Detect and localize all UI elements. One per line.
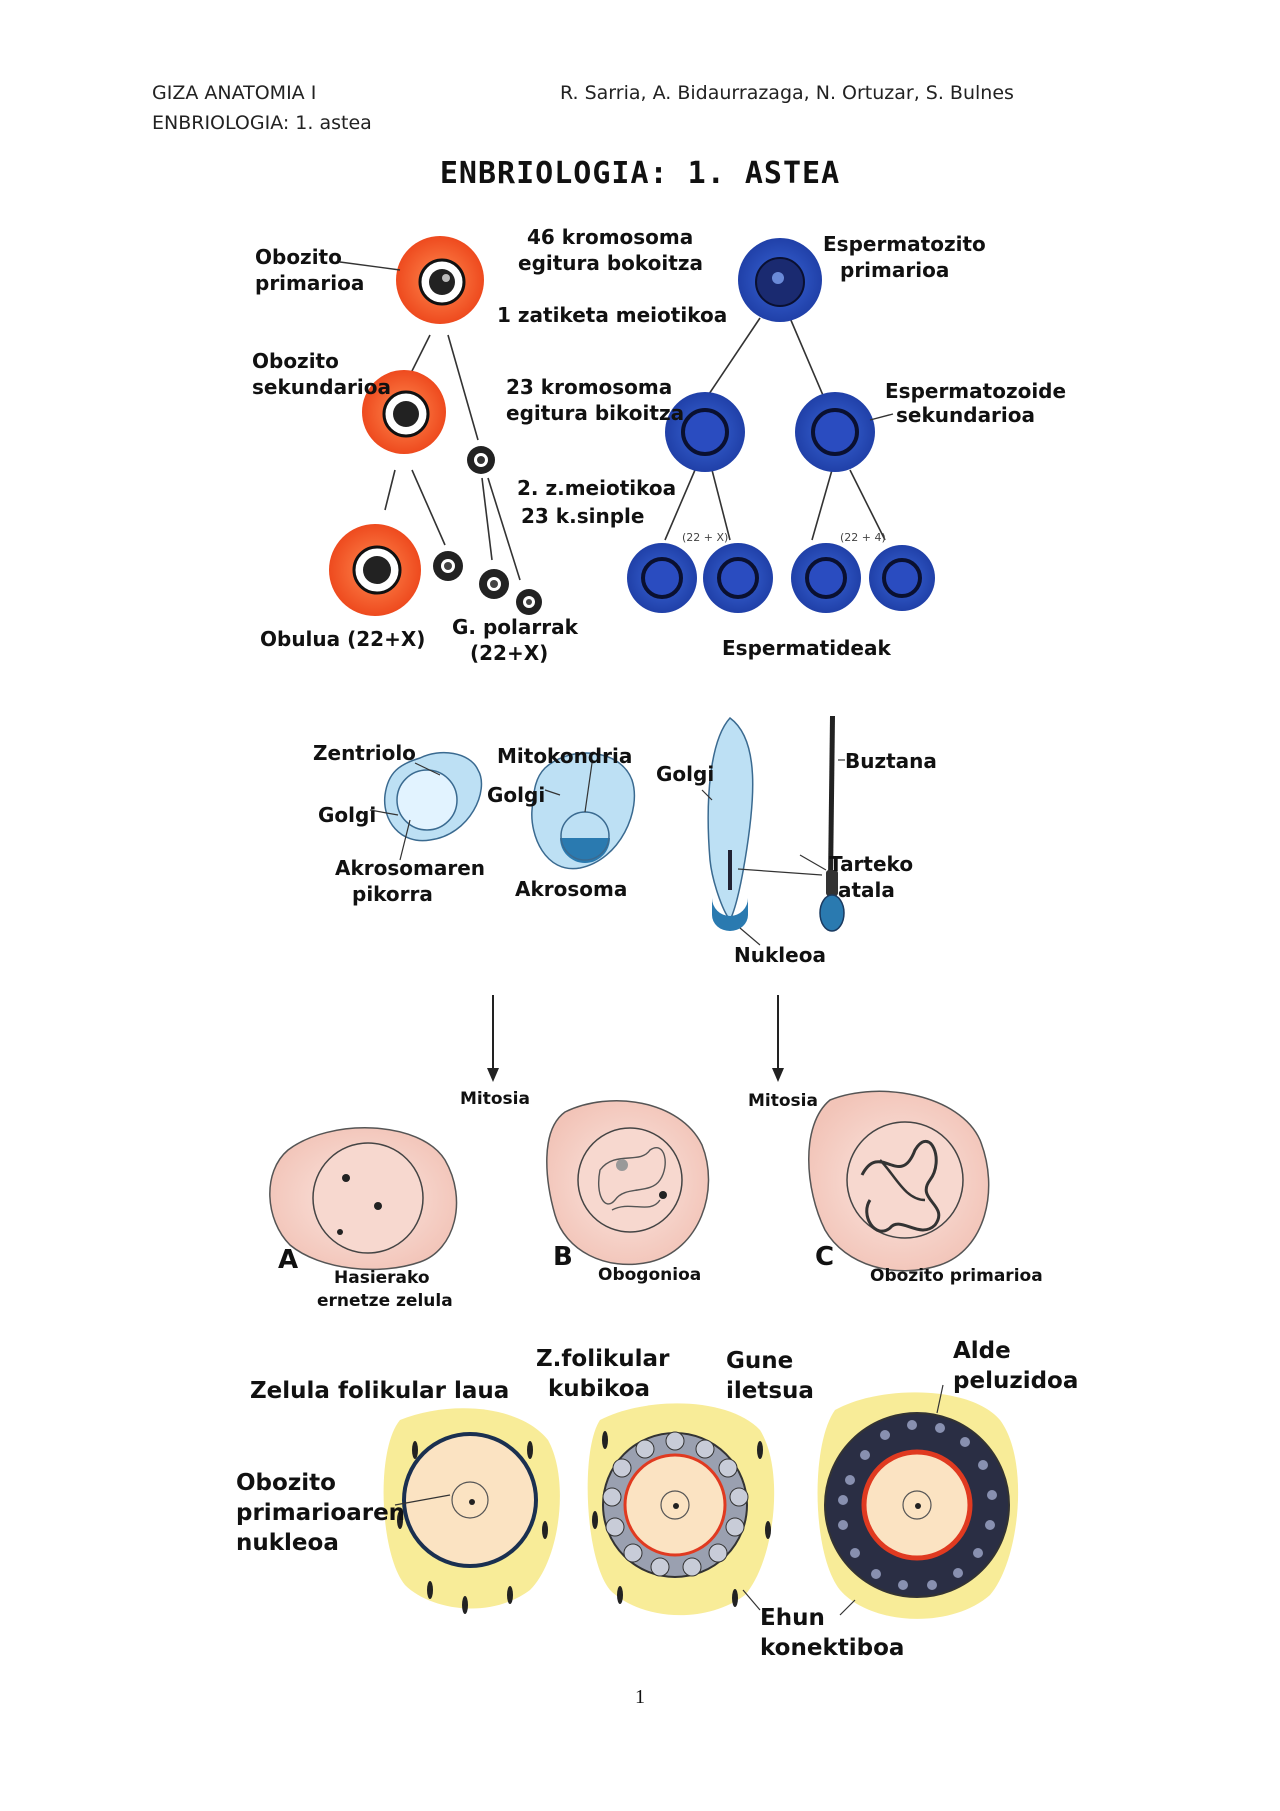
- spermatid-3: [791, 543, 861, 613]
- header-authors: R. Sarria, A. Bidaurrazaga, N. Ortuzar, …: [560, 82, 1014, 104]
- label-tail: Buztana: [845, 749, 937, 773]
- spermiogenesis-stage-3: [701, 716, 754, 931]
- label-polar-bodies-1: G. polarrak: [452, 615, 579, 639]
- label-spermatozoid-1: Espermatozoide: [885, 379, 1066, 403]
- header-topic: ENBRIOLOGIA: 1. astea: [152, 112, 372, 134]
- label-centriole: Zentriolo: [313, 741, 416, 765]
- label-oocyte-nucleus-3: nukleoa: [236, 1530, 339, 1556]
- label-spermatocyte-2: primarioa: [840, 258, 949, 282]
- label-meiosis2-1: 2. z.meiotikoa: [517, 476, 676, 500]
- label-zona-pellucida-2: peluzidoa: [953, 1368, 1078, 1394]
- label-chrom23-2: egitura bikoitza: [506, 401, 684, 425]
- label-acrosome: Akrosoma: [515, 877, 627, 901]
- spermatozoid-secondary-cell-left: [665, 392, 745, 472]
- label-cubic-follicular-1: Z.folikular: [536, 1346, 670, 1372]
- label-oocyte-primary-2: primarioa: [255, 271, 364, 295]
- label-ovule: Obulua (22+X): [260, 627, 425, 651]
- label-spermatozoid-2: sekundarioa: [896, 403, 1035, 427]
- label-oocyte-nucleus-1: Obozito: [236, 1470, 336, 1496]
- label-oocyte-secondary-2: sekundarioa: [252, 375, 391, 399]
- follicle-secondary: [817, 1384, 1019, 1619]
- label-meiosis2-2: 23 k.sinple: [521, 504, 644, 528]
- spermatid-4: [869, 545, 935, 611]
- label-flat-follicular: Zelula folikular laua: [250, 1378, 509, 1404]
- label-cell-c: Obozito primarioa: [870, 1266, 1043, 1286]
- spermatid-2: [703, 543, 773, 613]
- label-letter-b: B: [553, 1242, 573, 1272]
- cell-b: [546, 1100, 710, 1266]
- label-hairy-zone-1: Gune: [726, 1348, 793, 1374]
- label-golgi-3: Golgi: [656, 762, 714, 786]
- spermatid-1: [627, 543, 697, 613]
- label-spermatids: Espermatideak: [722, 636, 891, 660]
- polar-body-2: [433, 551, 463, 581]
- label-polar-bodies-2: (22+X): [470, 641, 548, 665]
- label-cubic-follicular-2: kubikoa: [548, 1376, 650, 1402]
- label-chrom46-1: 46 kromosoma: [527, 225, 693, 249]
- label-chrom46-2: egitura bokoitza: [518, 251, 703, 275]
- label-chrom23-1: 23 kromosoma: [506, 375, 672, 399]
- follicle-primary: [587, 1403, 775, 1616]
- ovule-cell: [329, 524, 421, 616]
- label-karyotype-x: (22 + X): [682, 531, 728, 544]
- label-cell-b: Obogonioa: [598, 1265, 701, 1285]
- oocyte-primary-cell: [396, 236, 484, 324]
- polar-body-1: [467, 446, 495, 474]
- label-golgi-1: Golgi: [318, 803, 376, 827]
- label-acrosome-granule-2: pikorra: [352, 882, 433, 906]
- page-number: 1: [635, 1686, 645, 1708]
- label-mitosis-1: Mitosia: [460, 1089, 530, 1109]
- label-letter-c: C: [815, 1242, 834, 1272]
- page-title: ENBRIOLOGIA: 1. ASTEA: [439, 156, 841, 191]
- label-middle-piece-2: atala: [838, 878, 895, 902]
- label-connective-2: konektiboa: [760, 1635, 904, 1661]
- label-oocyte-nucleus-2: primarioaren: [236, 1500, 405, 1526]
- label-mitosis-2: Mitosia: [748, 1091, 818, 1111]
- label-connective-1: Ehun: [760, 1605, 825, 1631]
- label-karyotype-4: (22 + 4): [840, 531, 886, 544]
- figure-gametogenesis: Obozito primarioa 46 kromosoma egitura b…: [252, 225, 1066, 665]
- sperm-lineage-lines: [664, 317, 886, 541]
- label-letter-a: A: [278, 1245, 298, 1275]
- label-spermatocyte-1: Espermatozito: [823, 232, 986, 256]
- oocyte-secondary-cell: [362, 370, 446, 454]
- label-meiosis1: 1 zatiketa meiotikoa: [497, 303, 727, 327]
- cell-c: [808, 1090, 990, 1272]
- follicle-primordial: [383, 1408, 560, 1614]
- figure-spermiogenesis: Zentriolo Golgi Akrosomaren pikorra Mito…: [313, 716, 937, 967]
- polar-body-4: [516, 589, 542, 615]
- header-course: GIZA ANATOMIA I: [152, 82, 317, 104]
- label-middle-piece-1: Tarteko: [829, 852, 913, 876]
- oocyte-lineage-lines: [384, 334, 521, 581]
- label-hairy-zone-2: iletsua: [726, 1378, 814, 1404]
- label-cell-a-2: ernetze zelula: [317, 1291, 453, 1311]
- spermatozoid-secondary-cell-right: [795, 392, 875, 472]
- label-cell-a-1: Hasierako: [334, 1268, 430, 1288]
- cell-a: [269, 1127, 458, 1271]
- label-zona-pellucida-1: Alde: [953, 1338, 1011, 1364]
- label-acrosome-granule-1: Akrosomaren: [335, 856, 485, 880]
- label-oocyte-primary-1: Obozito: [255, 245, 342, 269]
- spermiogenesis-stage-4: [737, 716, 845, 946]
- label-golgi-2: Golgi: [487, 783, 545, 807]
- spermiogenesis-stage-2: [531, 752, 636, 870]
- figure-oogenesis: Mitosia Mitosia A B C Hasierako ernetze: [269, 995, 1043, 1311]
- spermiogenesis-stage-1: [369, 751, 483, 861]
- label-nucleus: Nukleoa: [734, 943, 826, 967]
- figure-follicles: Zelula folikular laua Z.folikular kubiko…: [236, 1338, 1078, 1661]
- label-oocyte-secondary-1: Obozito: [252, 349, 339, 373]
- label-mitochondria: Mitokondria: [497, 744, 632, 768]
- spermatocyte-primary-cell: [738, 238, 822, 322]
- polar-body-3: [479, 569, 509, 599]
